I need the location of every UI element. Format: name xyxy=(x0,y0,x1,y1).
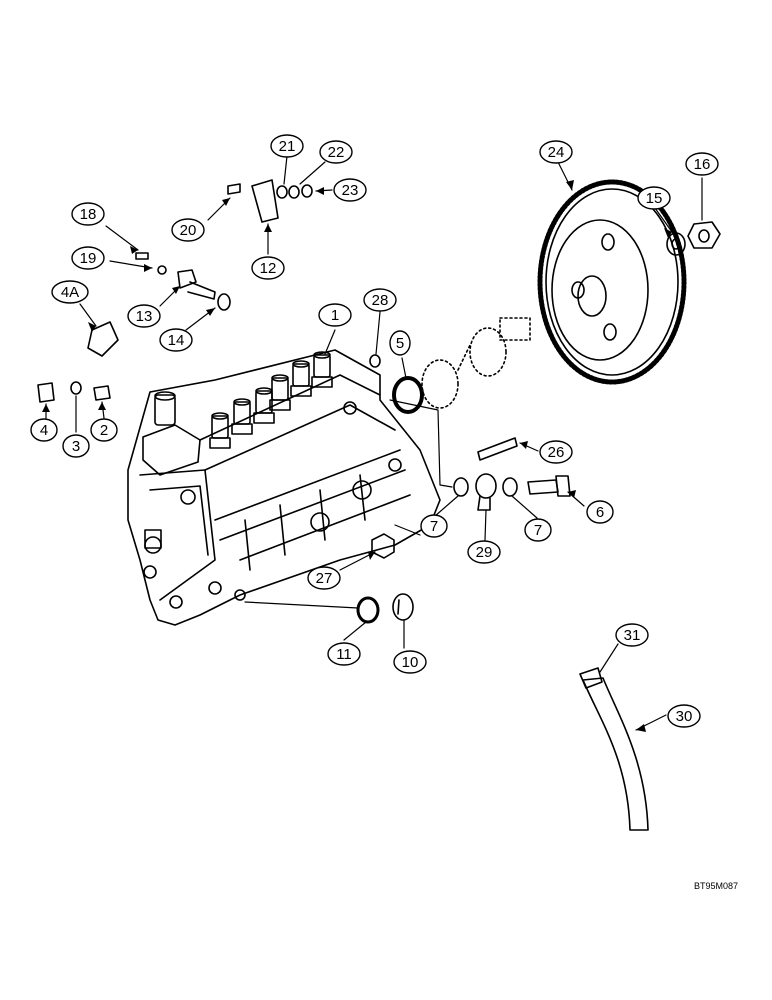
callout-23: 23 xyxy=(333,178,367,202)
svg-text:13: 13 xyxy=(136,308,153,325)
drive-gear xyxy=(537,179,687,385)
leader-lines xyxy=(45,155,703,731)
svg-text:28: 28 xyxy=(372,292,389,309)
callout-1: 1 xyxy=(318,303,352,327)
callout-24: 24 xyxy=(539,140,573,164)
delivery-valve-holders xyxy=(209,351,333,449)
bracket-12 xyxy=(251,179,279,223)
callout-3: 3 xyxy=(62,434,90,458)
svg-text:20: 20 xyxy=(180,222,197,239)
svg-text:4A: 4A xyxy=(61,284,79,301)
callout-16: 16 xyxy=(685,152,719,176)
nut-part xyxy=(687,221,721,249)
svg-text:2: 2 xyxy=(100,422,108,439)
svg-text:10: 10 xyxy=(402,654,419,671)
svg-text:31: 31 xyxy=(624,627,641,644)
fitting-2 xyxy=(93,385,111,401)
svg-text:18: 18 xyxy=(80,206,97,223)
callout-11: 11 xyxy=(327,642,361,666)
callout-28: 28 xyxy=(363,288,397,312)
ring-11 xyxy=(356,596,380,624)
callout-6: 6 xyxy=(586,500,614,524)
svg-text:16: 16 xyxy=(694,156,711,173)
svg-text:11: 11 xyxy=(336,646,352,663)
svg-text:14: 14 xyxy=(168,332,185,349)
callout-4: 4 xyxy=(30,418,58,442)
callout-14: 14 xyxy=(159,328,193,352)
banjo-bolt-small xyxy=(135,252,149,260)
callout-30: 30 xyxy=(667,704,701,728)
o-ring-5 xyxy=(392,376,424,414)
callout-18: 18 xyxy=(71,202,105,226)
callout-labels: 1 2 3 4 4A 5 6 7 7 10 11 12 13 14 15 16 … xyxy=(30,134,719,728)
callout-26: 26 xyxy=(539,440,573,464)
o-ring-28 xyxy=(369,354,381,368)
svg-text:1: 1 xyxy=(331,307,339,324)
svg-text:6: 6 xyxy=(596,504,604,521)
svg-text:30: 30 xyxy=(676,708,693,725)
svg-text:29: 29 xyxy=(476,544,493,561)
svg-text:3: 3 xyxy=(72,438,80,455)
svg-text:7: 7 xyxy=(534,522,542,539)
svg-text:12: 12 xyxy=(260,260,277,277)
svg-text:7: 7 xyxy=(430,518,438,535)
svg-text:21: 21 xyxy=(279,138,296,155)
svg-text:22: 22 xyxy=(328,144,345,161)
svg-text:19: 19 xyxy=(80,250,97,267)
callout-2: 2 xyxy=(90,418,118,442)
callout-31: 31 xyxy=(615,623,649,647)
washer-part xyxy=(666,232,686,256)
washer-3 xyxy=(70,381,82,395)
callout-12: 12 xyxy=(251,256,285,280)
reference-code: BT95M087 xyxy=(694,881,738,891)
callout-21: 21 xyxy=(270,134,304,158)
callout-10: 10 xyxy=(393,650,427,674)
bolt-6 xyxy=(527,479,559,495)
callout-7b: 7 xyxy=(524,518,552,542)
svg-text:26: 26 xyxy=(548,444,565,461)
callout-22: 22 xyxy=(319,140,353,164)
callout-15: 15 xyxy=(637,186,671,210)
callout-13: 13 xyxy=(127,304,161,328)
injection-pump-body xyxy=(127,349,441,626)
svg-text:15: 15 xyxy=(646,190,663,207)
callout-4A: 4A xyxy=(51,280,89,304)
svg-text:5: 5 xyxy=(396,335,404,352)
svg-text:23: 23 xyxy=(342,182,359,199)
callout-29: 29 xyxy=(467,540,501,564)
cover-plate xyxy=(87,321,119,357)
pump-hub xyxy=(421,317,531,409)
callout-27: 27 xyxy=(307,566,341,590)
stud-26 xyxy=(477,437,518,461)
callout-7a: 7 xyxy=(420,514,448,538)
seal-washer xyxy=(217,293,231,311)
callout-19: 19 xyxy=(71,246,105,270)
svg-text:24: 24 xyxy=(548,144,565,161)
svg-text:4: 4 xyxy=(40,422,48,439)
banjo-29 xyxy=(475,473,497,499)
svg-text:27: 27 xyxy=(316,570,333,587)
callout-20: 20 xyxy=(171,218,205,242)
banjo-fitting xyxy=(177,269,197,289)
fitting-4 xyxy=(37,382,55,403)
clamp-31 xyxy=(579,667,603,689)
cap-10 xyxy=(392,593,414,621)
callout-5: 5 xyxy=(389,330,411,356)
hose-30 xyxy=(582,677,649,831)
